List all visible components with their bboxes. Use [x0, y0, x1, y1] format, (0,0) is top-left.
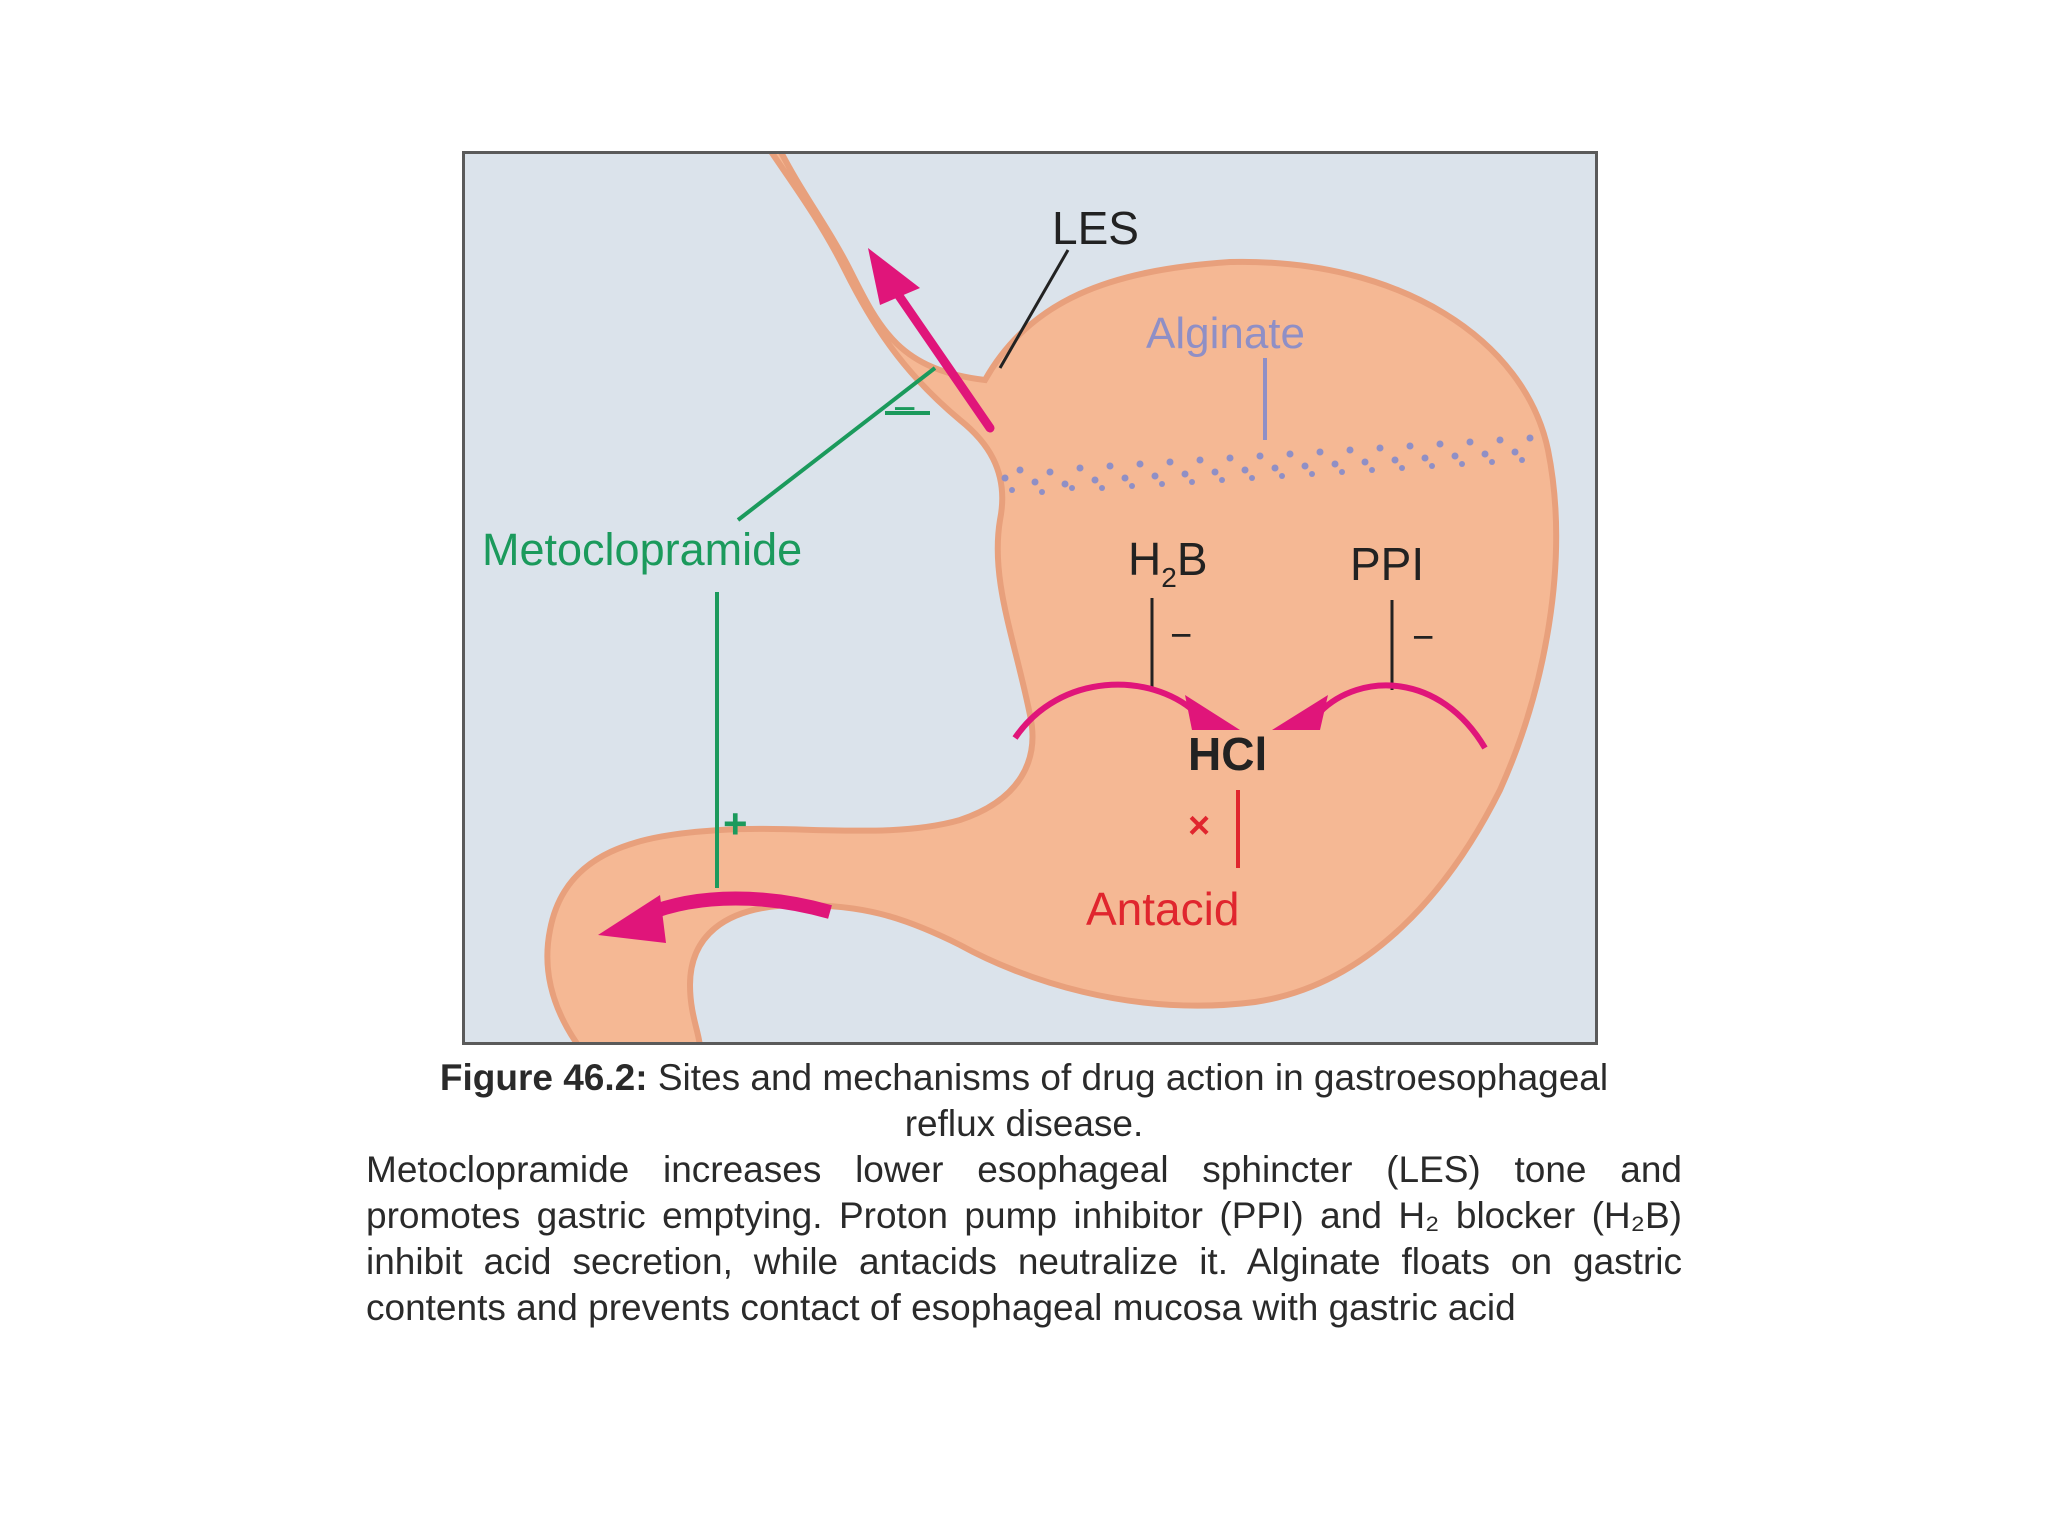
metoclopramide-label: Metoclopramide [482, 524, 802, 575]
metoclopramide-plus: + [723, 800, 748, 847]
caption-heading: Figure 46.2: Sites and mechanisms of dru… [366, 1055, 1682, 1147]
metoclopramide-minus: − [893, 387, 916, 431]
antacid-cross: × [1188, 805, 1210, 847]
hcl-label: HCl [1188, 728, 1267, 780]
figure-caption: Figure 46.2: Sites and mechanisms of dru… [366, 1055, 1682, 1331]
caption-body: Metoclopramide increases lower esophagea… [366, 1147, 1682, 1331]
ppi-minus: − [1412, 617, 1434, 659]
antacid-label: Antacid [1086, 883, 1239, 935]
figure-number: Figure 46.2: [440, 1057, 648, 1098]
alginate-label: Alginate [1146, 309, 1305, 358]
les-label: LES [1052, 202, 1139, 254]
h2b-label-main: H [1128, 533, 1161, 585]
ppi-label: PPI [1350, 538, 1424, 590]
h2b-label-end: B [1177, 533, 1208, 585]
h2b-minus: − [1170, 615, 1192, 657]
h2b-label-sub: 2 [1161, 562, 1177, 593]
stomach-shape [547, 150, 1556, 1048]
caption-title: Sites and mechanisms of drug action in g… [658, 1057, 1608, 1144]
